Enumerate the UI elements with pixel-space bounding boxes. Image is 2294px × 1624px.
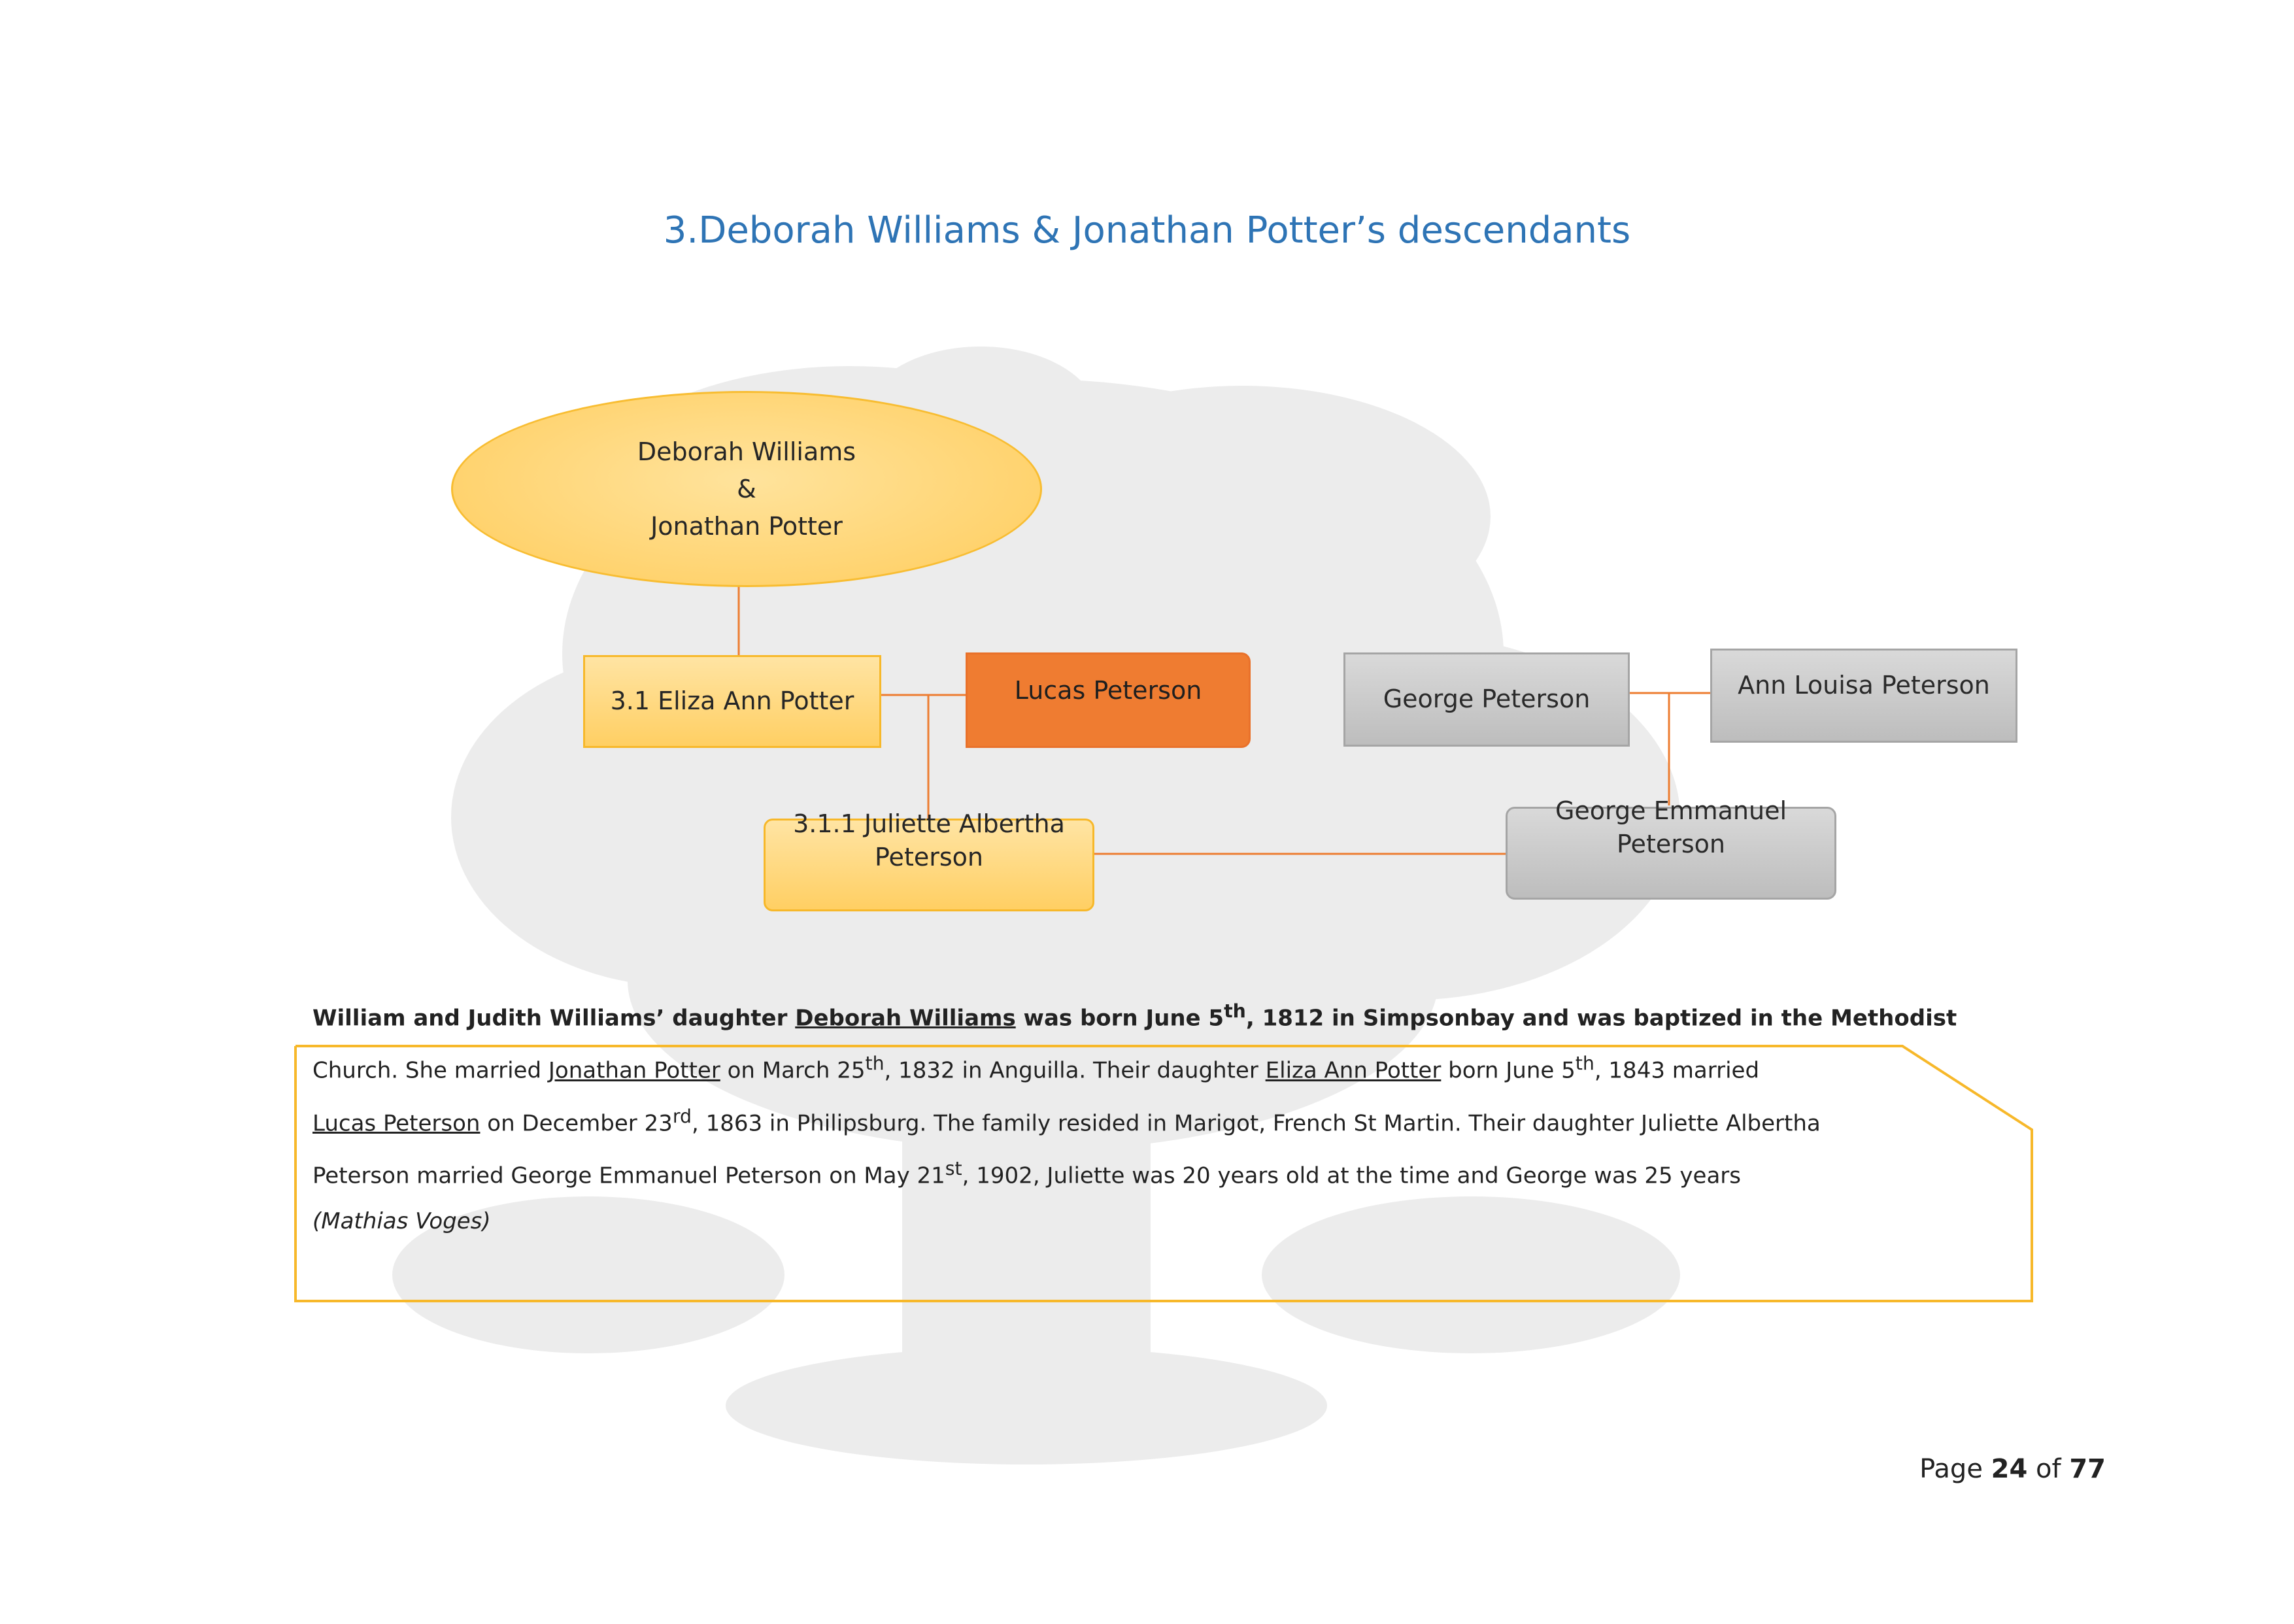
node-ann-louisa-peterson: Ann Louisa Peterson xyxy=(1710,649,2017,743)
node-label: Ann Louisa Peterson xyxy=(1738,671,1990,700)
node-eliza-ann-potter: 3.1 Eliza Ann Potter xyxy=(583,655,881,748)
source-citation: (Mathias Voges) xyxy=(312,1208,491,1235)
text-segment: , 1863 in Philipsburg. The family reside… xyxy=(691,1109,1821,1136)
page-title: 3.Deborah Williams & Jonathan Potter’s d… xyxy=(663,209,1631,252)
paragraph-line-3: Lucas Peterson on December 23rd, 1863 in… xyxy=(312,1094,1986,1146)
paragraph-line-4: Peterson married George Emmanuel Peterso… xyxy=(312,1146,1986,1198)
root-name-jonathan: Jonathan Potter xyxy=(650,511,843,541)
node-george-emmanuel-peterson: George Emmanuel Peterson xyxy=(1506,796,1836,900)
node-label: Lucas Peterson xyxy=(1014,676,1202,705)
node-label-line1: 3.1.1 Juliette Albertha xyxy=(793,809,1065,838)
ordinal-suffix: st xyxy=(945,1157,962,1179)
node-label: 3.1 Eliza Ann Potter xyxy=(610,686,854,716)
text-segment: Peterson married George Emmanuel Peterso… xyxy=(312,1162,945,1189)
text-segment: , 1902, Juliette was 20 years old at the… xyxy=(962,1162,1741,1189)
node-lucas-peterson: Lucas Peterson xyxy=(966,652,1251,748)
node-label-line2: Peterson xyxy=(875,843,983,872)
text-segment: , 1843 married xyxy=(1594,1057,1760,1084)
ordinal-suffix: rd xyxy=(672,1105,692,1127)
node-label-line1: George Emmanuel xyxy=(1555,796,1787,825)
person-link-eliza: Eliza Ann Potter xyxy=(1265,1057,1442,1084)
person-link-lucas: Lucas Peterson xyxy=(312,1109,481,1136)
text-segment: , 1812 in Simpsonbay and was baptized in… xyxy=(1245,1005,1957,1032)
page-prefix: Page xyxy=(1919,1454,1983,1484)
text-segment: on December 23 xyxy=(480,1109,673,1136)
paragraph-line-1: William and Judith Williams’ daughter De… xyxy=(312,989,1986,1041)
text-segment: born June 5 xyxy=(1441,1057,1576,1084)
paragraph-source: (Mathias Voges) xyxy=(312,1198,1986,1244)
paragraph-line-2: Church. She married Jonathan Potter on M… xyxy=(312,1041,1986,1093)
node-label-line2: Peterson xyxy=(1617,830,1725,859)
root-ampersand: & xyxy=(737,474,756,503)
text-segment: was born June 5 xyxy=(1015,1005,1224,1032)
text-segment: on March 25 xyxy=(720,1057,866,1084)
person-link-deborah: Deborah Williams xyxy=(795,1005,1016,1032)
ordinal-suffix: th xyxy=(865,1053,885,1075)
text-segment: Church. She married xyxy=(312,1057,548,1084)
text-segment: , 1832 in Anguilla. Their daughter xyxy=(884,1057,1266,1084)
ordinal-suffix: th xyxy=(1575,1053,1594,1075)
current-page: 24 xyxy=(1991,1454,2028,1484)
root-name-deborah: Deborah Williams xyxy=(637,437,856,466)
person-link-jonathan: Jonathan Potter xyxy=(548,1057,720,1084)
text-frame xyxy=(294,1045,2033,1302)
node-juliette-albertha-peterson: 3.1.1 Juliette Albertha Peterson xyxy=(764,809,1094,911)
biography-paragraph: William and Judith Williams’ daughter De… xyxy=(312,989,1986,1244)
ordinal-suffix: th xyxy=(1224,1000,1246,1022)
text-segment: William and Judith Williams’ daughter xyxy=(312,1005,796,1032)
node-george-peterson: George Peterson xyxy=(1343,652,1630,747)
page-number: Page 24 of 77 xyxy=(1919,1454,2106,1484)
total-pages: 77 xyxy=(2069,1454,2106,1484)
page-of: of xyxy=(2036,1454,2061,1484)
root-couple-node: Deborah Williams & Jonathan Potter xyxy=(451,391,1042,587)
node-label: George Peterson xyxy=(1383,685,1591,714)
